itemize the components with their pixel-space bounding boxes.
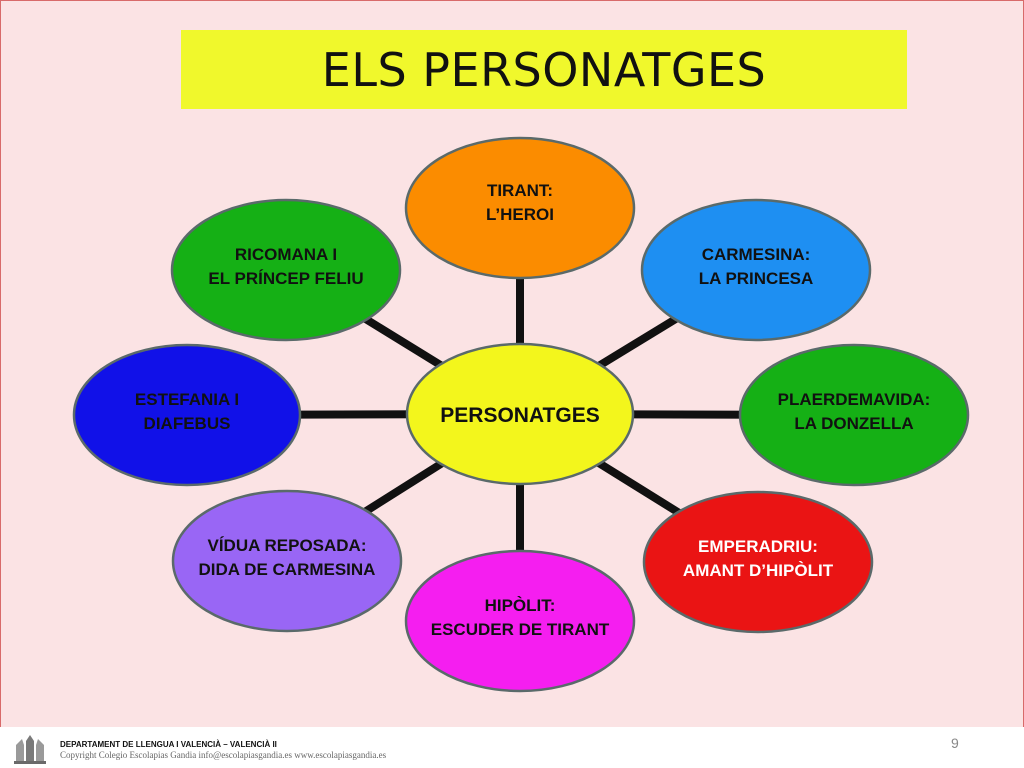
node-ellipse	[72, 343, 302, 487]
school-logo-icon	[14, 735, 46, 764]
node-label-line: TIRANT:	[487, 181, 553, 200]
footer-department: DEPARTAMENT DE LLENGUA I VALENCIÀ – VALE…	[60, 740, 277, 749]
node-label-line: L’HEROI	[486, 205, 554, 224]
node-carmesina: CARMESINA: LA PRINCESA	[640, 198, 872, 342]
node-ellipse	[642, 490, 874, 634]
node-ricomana: RICOMANA I EL PRÍNCEP FELIU	[170, 198, 402, 342]
page-title: ELS PERSONATGES	[321, 42, 767, 97]
node-label-line: PLAERDEMAVIDA:	[778, 390, 931, 409]
node-label-line: LA PRINCESA	[699, 269, 814, 288]
node-ellipse	[404, 136, 636, 280]
footer-copyright: Copyright Colegio Escolapias Gandia info…	[60, 750, 387, 760]
node-label-line: RICOMANA I	[235, 245, 337, 264]
node-label-line: DIDA DE CARMESINA	[199, 560, 376, 579]
node-label-line: LA DONZELLA	[794, 414, 913, 433]
node-label-line: HIPÒLIT:	[485, 596, 556, 615]
node-hipolit: HIPÒLIT: ESCUDER DE TIRANT	[404, 549, 636, 693]
node-label-line: AMANT D’HIPÒLIT	[683, 561, 834, 580]
node-label-line: ESCUDER DE TIRANT	[431, 620, 610, 639]
title-band: ELS PERSONATGES	[181, 30, 907, 109]
node-label-line: EMPERADRIU:	[698, 537, 818, 556]
node-ellipse	[404, 549, 636, 693]
character-diagram: TIRANT: L’HEROI CARMESINA: LA PRINCESA PLAER…	[72, 136, 970, 693]
node-label-line: DIAFEBUS	[144, 414, 231, 433]
node-tirant: TIRANT: L’HEROI	[404, 136, 636, 280]
center-ellipse	[405, 342, 635, 486]
node-center: PERSONATGES	[405, 342, 635, 486]
node-vidua: VÍDUA REPOSADA: DIDA DE CARMESINA	[171, 489, 403, 633]
page-number: 9	[951, 735, 959, 751]
center-label: PERSONATGES	[440, 404, 599, 427]
node-ellipse	[171, 489, 403, 633]
node-estefania: ESTEFANIA I DIAFEBUS	[72, 343, 302, 487]
node-label-line: CARMESINA:	[702, 245, 811, 264]
node-ellipse	[170, 198, 402, 342]
node-ellipse	[640, 198, 872, 342]
node-emperadriu: EMPERADRIU: AMANT D’HIPÒLIT	[642, 490, 874, 634]
node-plaerdemavida: PLAERDEMAVIDA: LA DONZELLA	[738, 343, 970, 487]
node-label-line: ESTEFANIA I	[135, 390, 239, 409]
node-label-line: VÍDUA REPOSADA:	[208, 536, 367, 555]
node-ellipse	[738, 343, 970, 487]
footer: DEPARTAMENT DE LLENGUA I VALENCIÀ – VALE…	[0, 727, 1024, 768]
node-label-line: EL PRÍNCEP FELIU	[208, 269, 363, 288]
